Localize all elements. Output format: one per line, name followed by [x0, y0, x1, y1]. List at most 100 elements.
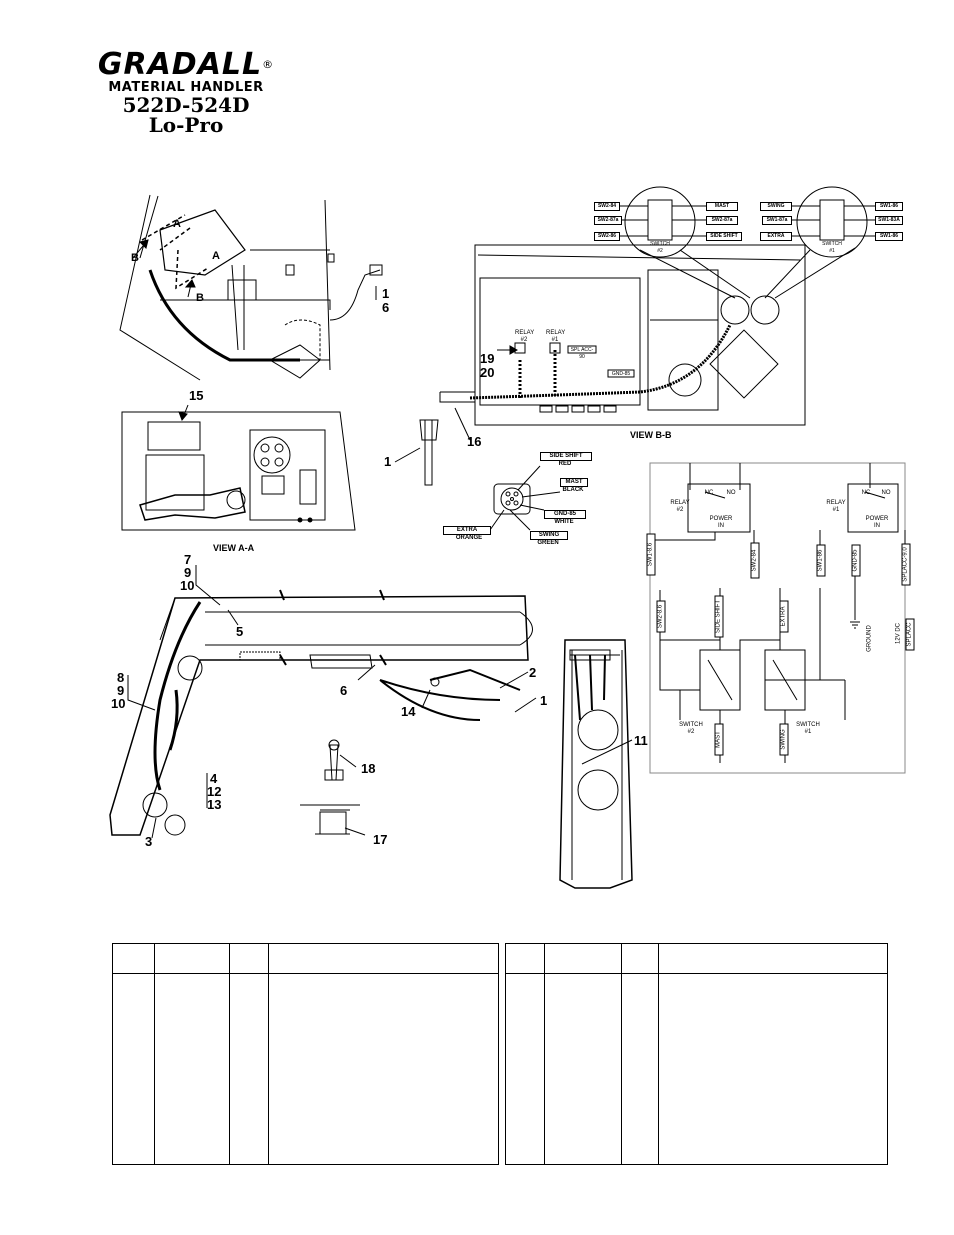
- sch-power-in-2: POWER IN: [709, 516, 733, 529]
- sch-wire-sw1-86: SW1-8.6: [646, 533, 656, 576]
- sch-switch1: SWITCH #1: [796, 722, 820, 735]
- callout-4: 4: [210, 771, 218, 786]
- sch-relay2: RELAY #2: [670, 500, 690, 513]
- sch-nc2: NC: [704, 490, 714, 496]
- section-mark-a2: A: [212, 250, 220, 262]
- col-item: [505, 943, 545, 974]
- model-variant: Lo-Pro: [148, 113, 224, 137]
- view-b-panel: [419, 244, 806, 486]
- conn-black: BLACK: [562, 487, 584, 493]
- table-cell: [154, 973, 230, 1165]
- tag-sw1-83a: SW1-83A: [875, 216, 903, 225]
- sch-power-in-1: POWER IN: [865, 516, 889, 529]
- sch-ground: GROUND: [866, 625, 873, 652]
- callout-1-mid: 1: [384, 454, 392, 469]
- sch-wire-sw1-86b: SW1-86: [816, 544, 826, 577]
- table-cell: [658, 973, 888, 1165]
- section-mark-b: B: [131, 252, 139, 264]
- callout-13: 13: [207, 797, 222, 812]
- col-part-no: [544, 943, 622, 974]
- callout-11: 11: [634, 733, 648, 748]
- table-cell: [268, 973, 499, 1165]
- callout-9a: 9: [184, 565, 192, 580]
- vb-spl: SPL ACC-90: [570, 347, 594, 360]
- parts-table-right: [505, 943, 888, 1165]
- table-cell: [505, 973, 545, 1165]
- callout-6: 6: [340, 683, 348, 698]
- sch-swing: SWING: [779, 723, 789, 756]
- tag-sw1-86b: SW1-86: [875, 232, 903, 241]
- col-description: [658, 943, 888, 974]
- callout-2: 2: [529, 665, 537, 680]
- callout-9b: 9: [117, 683, 125, 698]
- table-cell: [621, 973, 659, 1165]
- tag-sw2-87a: SW2-87a: [594, 216, 622, 225]
- vb-relay2: RELAY #2: [515, 330, 535, 343]
- tag-sw2-84: SW2-84: [594, 202, 620, 211]
- callout-18: 18: [361, 761, 376, 776]
- sch-no2: NO: [726, 490, 736, 496]
- brand-block: GRADALL® MATERIAL HANDLER 522D-524D Lo-P…: [96, 47, 276, 137]
- leader-lines: [127, 286, 633, 839]
- conn-white: WHITE: [554, 519, 574, 525]
- col-qty: [621, 943, 659, 974]
- sch-splacc: SPLACC: [905, 618, 915, 651]
- callout-19: 19: [480, 351, 495, 366]
- conn-extra: EXTRA: [443, 526, 491, 535]
- view-a-title: VIEW A-A: [213, 543, 255, 553]
- callout-10b: 10: [111, 696, 126, 711]
- col-description: [268, 943, 499, 974]
- tag-sw2-86: SW2-86: [594, 232, 620, 241]
- callout-3: 3: [145, 834, 153, 849]
- sch-mast: MAST: [714, 723, 724, 756]
- callout-1-bot: 1: [540, 693, 548, 708]
- col-qty: [229, 943, 269, 974]
- tag-sw1-86: SW1-86: [875, 202, 903, 211]
- vb-relay1: RELAY #1: [546, 330, 566, 343]
- sch-wire-splacc: SPLACC-9.0: [901, 543, 911, 586]
- table-cell: [112, 973, 155, 1165]
- tag-side-shift: SIDE SHIFT: [706, 232, 742, 241]
- tag-mast: MAST: [706, 202, 738, 211]
- sch-side-shift: SIDE SHIFT: [714, 595, 724, 638]
- callout-15: 15: [189, 388, 204, 403]
- switch2-caption: SWITCH #2: [650, 241, 670, 254]
- model-number: 522D-524D: [122, 93, 250, 117]
- callout-1-top: 1: [382, 286, 390, 301]
- sch-relay1: RELAY #1: [826, 500, 846, 513]
- gradall-logo: GRADALL®: [97, 47, 275, 82]
- callout-20: 20: [480, 365, 495, 380]
- callout-8: 8: [117, 670, 125, 685]
- vb-gnd: GND-85: [611, 371, 631, 377]
- table-cell: [229, 973, 269, 1165]
- conn-mast: MAST: [560, 478, 588, 487]
- callout-14: 14: [401, 704, 416, 719]
- conn-swing: SWING: [530, 531, 568, 540]
- sch-extra: EXTRA: [779, 600, 789, 633]
- callout-7: 7: [184, 552, 192, 567]
- subtitle: MATERIAL HANDLER: [108, 80, 264, 95]
- callout-10a: 10: [180, 578, 195, 593]
- section-mark-a: A: [173, 218, 181, 230]
- view-b-title: VIEW B-B: [630, 430, 672, 440]
- tag-swing: SWING: [760, 202, 792, 211]
- sch-no1: NO: [881, 490, 891, 496]
- switch1-caption: SWITCH #1: [822, 241, 842, 254]
- sch-wire-gnd: GND-85: [851, 544, 861, 577]
- callout-16: 16: [467, 434, 482, 449]
- parts-table-left: [112, 943, 499, 1165]
- sch-nc1: NC: [861, 490, 871, 496]
- callout-12: 12: [207, 784, 222, 799]
- tag-sw1-87a: SW1-87a: [762, 216, 792, 225]
- conn-side-shift: SIDE SHIFT: [540, 452, 592, 461]
- sch-switch2: SWITCH #2: [679, 722, 703, 735]
- boom-top-view: [559, 639, 633, 889]
- view-a-panel: [121, 411, 356, 531]
- callout-6-top: 6: [382, 300, 390, 315]
- callout-17: 17: [373, 832, 388, 847]
- sch-wire-sw2-84: SW2-84: [750, 542, 760, 579]
- boom-view: [109, 589, 533, 836]
- tag-extra: EXTRA: [760, 232, 792, 241]
- connector-diagram: [489, 465, 561, 531]
